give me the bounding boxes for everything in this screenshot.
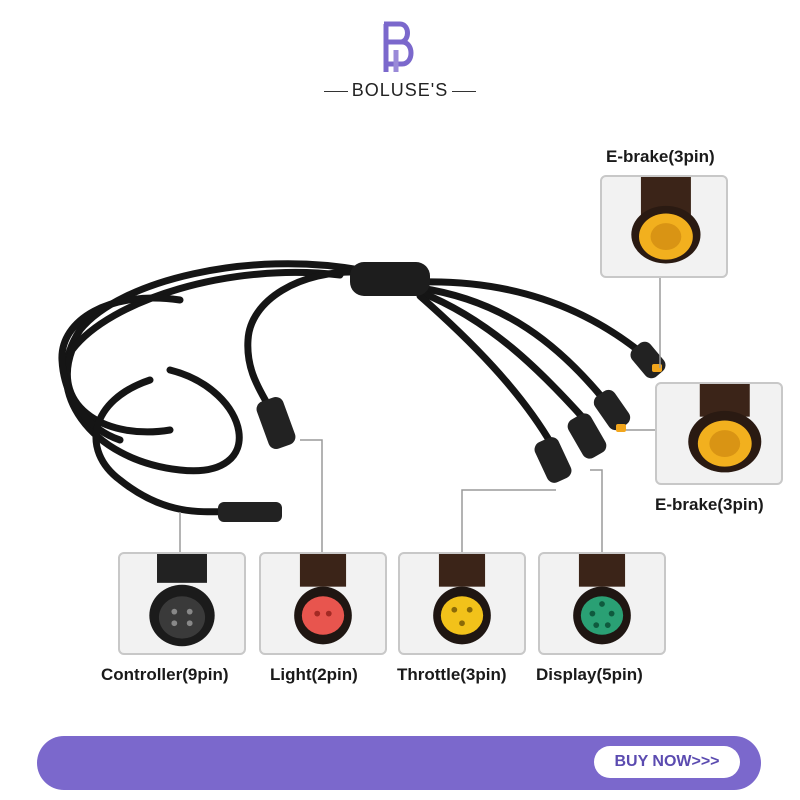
throttle-connector-icon [433,554,491,645]
brand-name: BOLUSE'S [351,80,449,100]
controller-photo [118,552,246,655]
ebrake-top-label: E-brake(3pin) [606,147,715,166]
controller-label: Controller(9pin) [101,665,229,684]
throttle-photo [398,552,526,655]
brand-logo-icon [383,21,414,72]
light-photo [259,552,387,655]
light-connector-icon [294,554,352,645]
ebrake-right-photo [655,382,783,485]
brand-header: BOLUSE'S [0,0,800,110]
ebrake-right-label: E-brake(3pin) [655,495,764,514]
ebrake-connector-icon [688,384,762,473]
controller-connector-icon [149,554,215,647]
light-label: Light(2pin) [270,665,358,684]
display-label: Display(5pin) [536,665,643,684]
display-connector-icon [573,554,631,645]
display-photo [538,552,666,655]
ebrake-connector-icon [631,177,701,264]
brand-name-row: BOLUSE'S [0,80,800,101]
throttle-label: Throttle(3pin) [397,665,507,684]
ebrake-top-photo [600,175,728,278]
buy-now-button[interactable]: BUY NOW>>> [594,746,740,778]
